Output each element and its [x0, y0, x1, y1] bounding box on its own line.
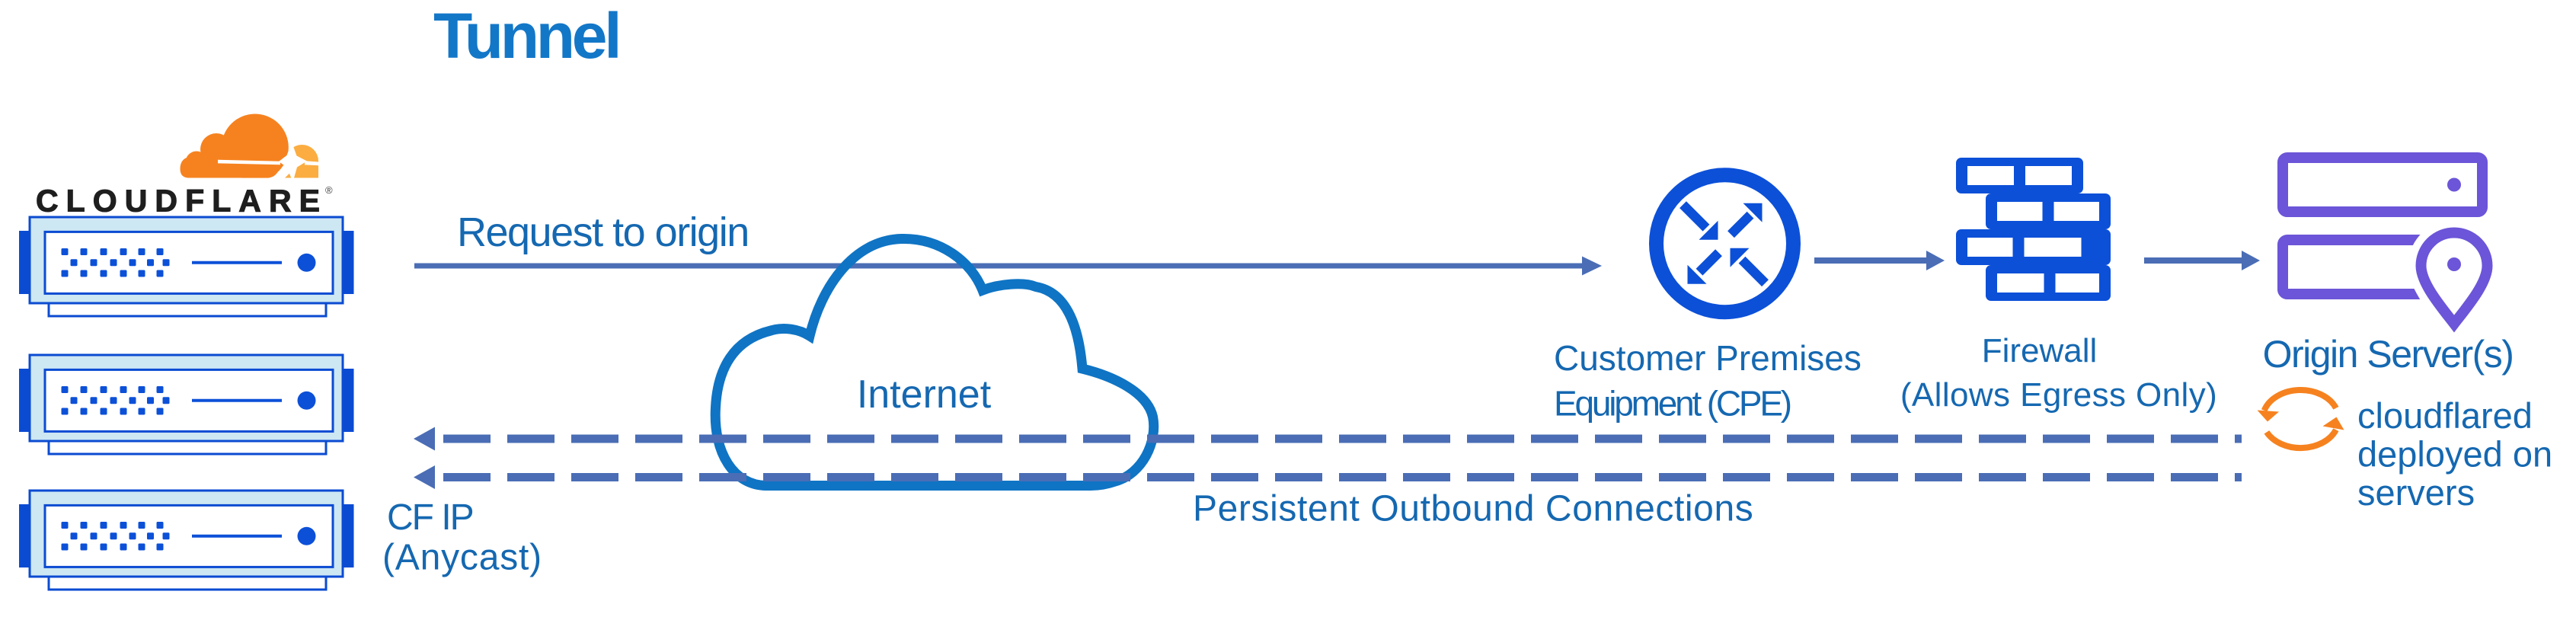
svg-text:Request to origin: Request to origin — [457, 209, 749, 255]
svg-text:Persistent Outbound Connection: Persistent Outbound Connections — [1193, 489, 1753, 529]
svg-text:(Allows Egress Only): (Allows Egress Only) — [1900, 376, 2217, 414]
svg-text:Tunnel: Tunnel — [433, 0, 618, 72]
svg-text:deployed on: deployed on — [2357, 434, 2552, 475]
svg-text:(Anycast): (Anycast) — [382, 538, 542, 578]
svg-text:cloudflared: cloudflared — [2357, 395, 2533, 436]
svg-text:servers: servers — [2357, 472, 2475, 513]
svg-text:Internet: Internet — [857, 372, 992, 417]
svg-text:®: ® — [325, 184, 333, 196]
svg-text:Origin Server(s): Origin Server(s) — [2263, 333, 2514, 376]
svg-text:Equipment (CPE): Equipment (CPE) — [1554, 384, 1791, 424]
svg-text:Customer Premises: Customer Premises — [1554, 338, 1862, 378]
svg-text:CF IP: CF IP — [387, 497, 473, 538]
svg-text:Firewall: Firewall — [1982, 332, 2098, 369]
